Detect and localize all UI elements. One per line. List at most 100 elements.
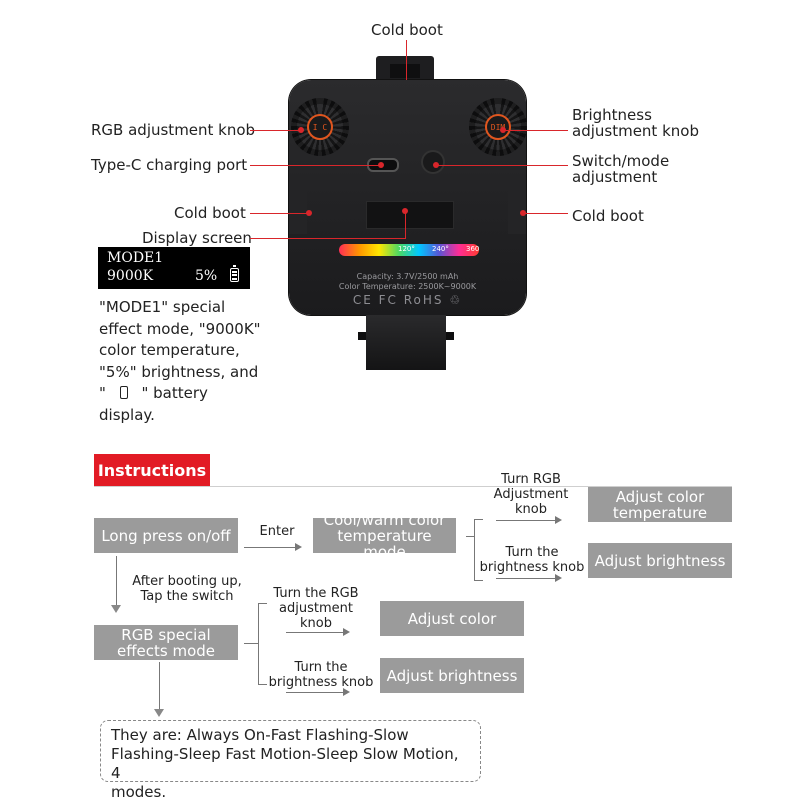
turn-rgb-label: Turn RGB Adjustment knob <box>486 472 576 517</box>
callout-display-screen: Display screen <box>142 229 252 247</box>
turn-bright2-l1: Turn the <box>294 660 348 675</box>
callout-brightness-2: adjustment knob <box>572 122 699 140</box>
callout-typec: Type-C charging port <box>91 156 248 174</box>
rgb-indicator-strip <box>339 244 479 256</box>
cert-marks: CE FC RoHS ♲ <box>352 293 463 307</box>
down-arrow-line-2 <box>159 662 160 710</box>
modes-note-box: They are: Always On-Fast Flashing-Slow F… <box>100 720 481 801</box>
brace-cool-warm <box>474 519 483 581</box>
leader-display-v <box>405 211 406 239</box>
enter-label: Enter <box>259 524 295 539</box>
turn-rgb-l2: Adjustment <box>493 487 569 502</box>
down-arrow-head-1 <box>111 605 121 613</box>
desc-line-6: display. <box>99 405 155 424</box>
leader-cold-boot-top <box>406 40 407 80</box>
adjust-brightness-box-2: Adjust brightness <box>380 658 524 693</box>
cool-warm-box: Cool/warm color temperature mode <box>313 512 456 560</box>
down-arrow-head-2 <box>154 709 164 717</box>
device-display-window <box>366 201 454 229</box>
turn-rgb2-label: Turn the RGB adjustment knob <box>266 586 366 631</box>
callout-cold-boot-left: Cold boot <box>174 204 246 222</box>
brightness-knob: DIM <box>469 98 527 156</box>
leader-display-h <box>250 238 405 239</box>
brightness-knob-label: DIM <box>485 114 511 140</box>
lcd-brightness: 5% <box>195 268 218 284</box>
turn-rgb-l3: knob <box>515 502 547 517</box>
turn-bright2-l2: brightness knob <box>268 675 374 690</box>
turn-bright2-label: Turn the brightness knob <box>266 660 376 690</box>
turn-bright-l1: Turn the <box>505 545 559 560</box>
battery-icon-inline <box>119 386 128 399</box>
note-line-3: modes. <box>111 783 167 801</box>
rgb-special-l1: RGB special <box>121 625 211 644</box>
leader-switch <box>436 165 568 166</box>
down-arrow-line-1 <box>116 556 117 606</box>
adjust-color-box: Adjust color <box>380 601 524 636</box>
strip-tick-360: 360 <box>466 245 480 253</box>
enter-arrow-line <box>244 547 296 548</box>
brace-rgb-special-stem <box>244 643 259 644</box>
brace-rgb-special <box>258 603 267 685</box>
callout-switch-1: Switch/mode <box>572 152 670 170</box>
capacity-text: Capacity: 3.7V/2500 mAh <box>356 272 459 281</box>
turn-bright2-arrow-line <box>286 692 344 693</box>
dot-cold-boot-right <box>520 210 526 216</box>
lcd-temp: 9000K <box>107 268 154 284</box>
after-boot-label: After booting up, Tap the switch <box>128 574 246 604</box>
note-line-1: They are: Always On-Fast Flashing-Slow <box>111 726 409 744</box>
cool-warm-line1: Cool/warm color <box>323 510 446 529</box>
callout-brightness-1: Brightness <box>572 106 652 124</box>
turn-bright-label: Turn the brightness knob <box>477 545 587 575</box>
cool-warm-line2: temperature mode <box>337 526 432 561</box>
dot-brightness <box>500 127 506 133</box>
brace-cool-warm-stem <box>466 536 475 537</box>
adjust-brightness-1-label: Adjust brightness <box>594 551 726 570</box>
enter-arrow-head <box>295 543 302 551</box>
desc-line-1: "MODE1" special <box>99 298 226 316</box>
dot-typec <box>378 162 384 168</box>
lcd-display-sample: MODE1 9000K 5% <box>98 247 250 289</box>
turn-rgb2-l3: knob <box>300 616 332 631</box>
callout-rgb-knob: RGB adjustment knob <box>91 121 256 139</box>
turn-rgb2-l2: adjustment <box>279 601 353 616</box>
leader-typec <box>250 165 380 166</box>
turn-bright2-arrow-head <box>343 688 350 696</box>
note-line-2: Flashing-Sleep Fast Motion-Sleep Slow Mo… <box>111 745 459 782</box>
long-press-box: Long press on/off <box>94 518 238 553</box>
leader-cold-boot-left <box>250 213 308 214</box>
adjust-color-temp-l2: temperature <box>612 503 708 522</box>
callout-cold-boot-right: Cold boot <box>572 207 644 225</box>
adjust-color-temp-l1: Adjust color <box>615 487 705 506</box>
battery-icon <box>230 265 239 282</box>
lcd-mode: MODE1 <box>107 250 164 266</box>
strip-tick-240: 240° <box>432 245 449 253</box>
dot-display <box>402 208 408 214</box>
adjust-brightness-box-1: Adjust brightness <box>588 543 732 578</box>
rgb-knob: I C <box>291 98 349 156</box>
callout-switch-2: adjustment <box>572 168 658 186</box>
desc-line-4: "5%" brightness, and <box>99 362 259 381</box>
long-press-label: Long press on/off <box>101 526 231 545</box>
desc-line-3: color temperature, <box>99 341 240 359</box>
adjust-color-label: Adjust color <box>407 609 497 628</box>
turn-rgb2-arrow-line <box>286 632 344 633</box>
adjust-color-temp-box: Adjust color temperature <box>588 487 732 522</box>
turn-rgb-l1: Turn RGB <box>501 472 561 487</box>
leader-cold-boot-right <box>524 213 568 214</box>
instructions-divider <box>94 486 732 487</box>
adjust-brightness-2-label: Adjust brightness <box>386 666 518 685</box>
leader-rgb-knob <box>250 130 300 131</box>
dot-rgb-knob <box>298 127 304 133</box>
top-cold-boot-slot <box>390 64 420 78</box>
callout-cold-boot-top: Cold boot <box>371 21 443 39</box>
desc-line-5-pre: " <box>99 384 106 402</box>
turn-rgb2-l1: Turn the RGB <box>273 586 359 601</box>
turn-bright-arrow-line <box>496 578 556 579</box>
desc-line-2: effect mode, "9000K" <box>99 319 261 338</box>
turn-rgb2-arrow-head <box>343 628 350 636</box>
dot-cold-boot-left <box>306 210 312 216</box>
rgb-special-box: RGB special effects mode <box>94 625 238 660</box>
after-boot-l2: Tap the switch <box>140 589 234 604</box>
turn-bright-arrow-head <box>555 574 562 582</box>
strip-tick-120: 120° <box>398 245 415 253</box>
